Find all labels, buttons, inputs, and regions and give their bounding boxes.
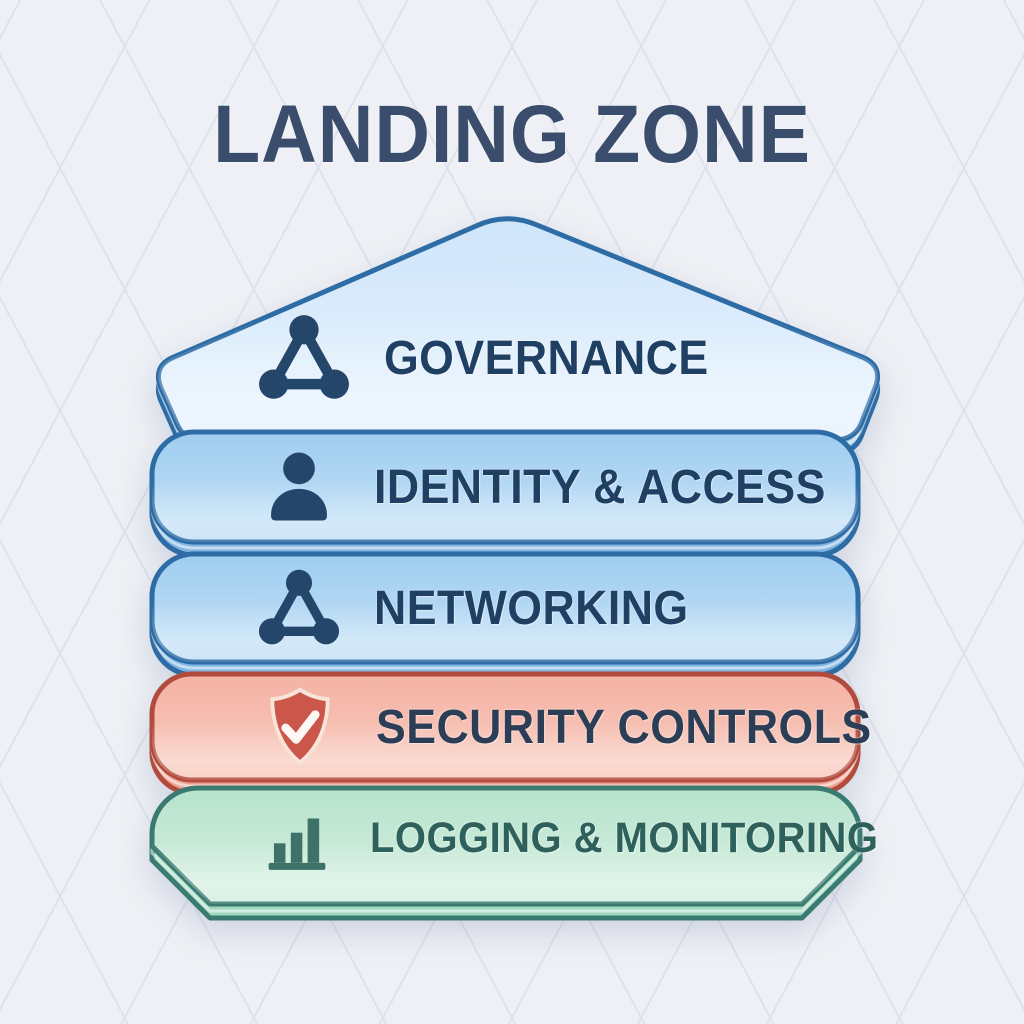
layer-logging-monitoring: LOGGING & MONITORING <box>152 788 878 888</box>
layer-label: NETWORKING <box>374 581 689 635</box>
layer-label: IDENTITY & ACCESS <box>374 460 826 514</box>
person-icon <box>258 446 340 528</box>
shield-check-icon <box>258 685 342 769</box>
layer-identity-access: IDENTITY & ACCESS <box>152 432 858 542</box>
layer-governance: GOVERNANCE <box>152 306 858 410</box>
layer-networking: NETWORKING <box>152 554 858 662</box>
bar-chart-icon <box>258 799 336 877</box>
layer-label: GOVERNANCE <box>384 331 709 385</box>
network-triangle-icon <box>258 567 340 649</box>
network-triangle-icon <box>258 312 350 404</box>
page-title-text: LANDING ZONE <box>213 89 811 180</box>
layer-security-controls: SECURITY CONTROLS <box>152 674 871 780</box>
page-title: LANDING ZONE <box>0 88 1024 182</box>
layer-label: SECURITY CONTROLS <box>376 700 872 754</box>
layer-label: LOGGING & MONITORING <box>370 813 879 862</box>
